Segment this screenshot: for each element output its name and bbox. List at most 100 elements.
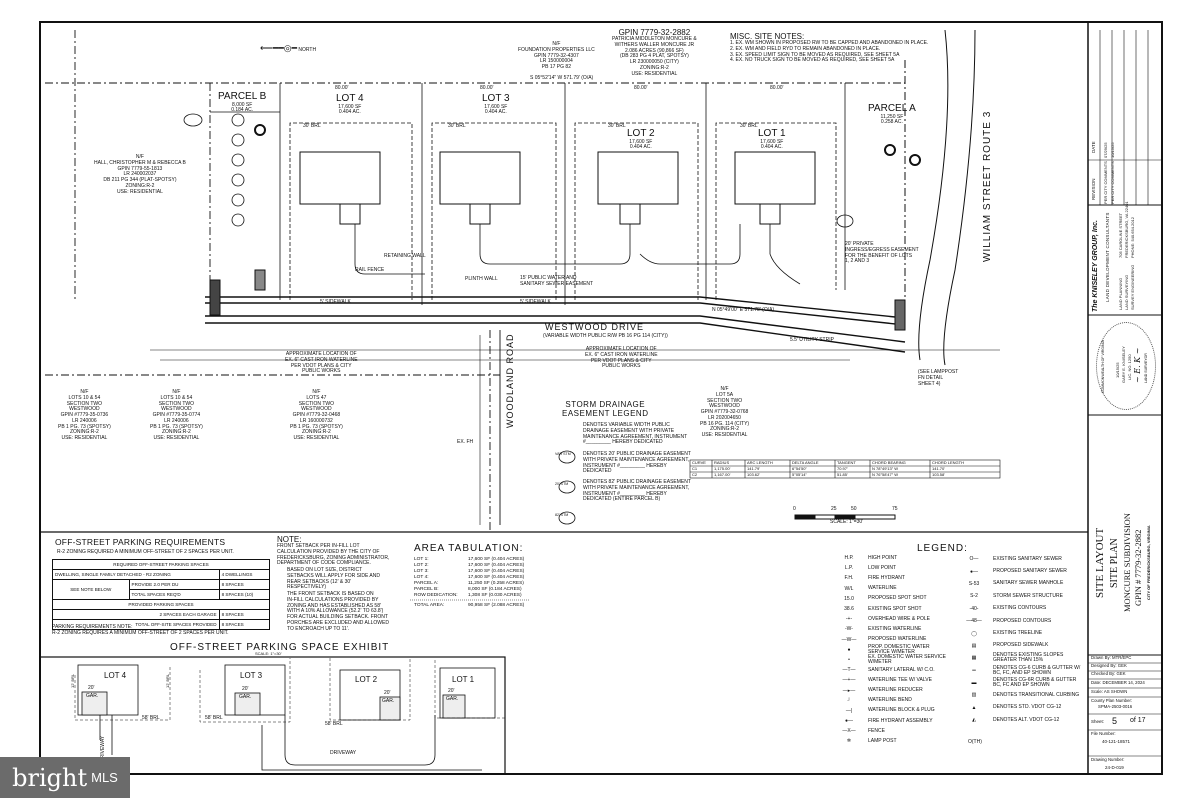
neighbor-line: WESTWOOD bbox=[709, 403, 740, 410]
legend-item: ●—FIRE HYDRANT ASSEMBLY bbox=[830, 716, 950, 726]
note-line: THE FRONT SETBACK IS BASED ON bbox=[287, 591, 374, 598]
brl-label: 30' BRL bbox=[608, 123, 626, 129]
legend-label: LOW POINT bbox=[868, 564, 897, 571]
sidewalk-label: 5' SIDEWALK bbox=[320, 299, 351, 305]
lot-area: 17,600 SF bbox=[629, 138, 653, 145]
garage-label: GAR. bbox=[382, 698, 395, 704]
curve-table-cell: 1,167.00' bbox=[714, 471, 731, 477]
legend-symbol-icon: ▲ bbox=[971, 704, 977, 711]
area-row-label: PARCEL A: bbox=[414, 581, 439, 586]
legend-symbol-icon: O— bbox=[969, 556, 979, 563]
legend-symbol-icon: ● bbox=[847, 646, 851, 653]
legend-symbol-icon: 15.0 bbox=[844, 595, 854, 602]
neighbor-line: N/F bbox=[720, 386, 729, 392]
area-row-label: LOT 4: bbox=[414, 575, 429, 580]
legend-symbol-icon: —▸— bbox=[842, 687, 856, 694]
setback-note: NOTE: FRONT SETBACK PER IN-FILL LOT CALC… bbox=[277, 535, 389, 632]
neighbor-line: USE: RESIDENTIAL bbox=[631, 70, 678, 77]
legend-item: H.P.HIGH POINT bbox=[830, 553, 950, 563]
note-line: SHEET 4) bbox=[918, 380, 941, 387]
legend-item: —|WATERLINE BLOCK & PLUG bbox=[830, 706, 950, 716]
legend-symbol-icon: S-53 bbox=[968, 580, 980, 587]
lot-acres: 0.404 AC. bbox=[629, 144, 652, 151]
storm-legend-title: STORM DRAINAGE EASEMENT LEGEND bbox=[562, 400, 648, 418]
legend-symbol-icon: ═ bbox=[972, 667, 976, 674]
table-cell: TOTAL SPACES REQ'D bbox=[128, 589, 220, 600]
neighbor-line: SECTION TWO bbox=[158, 400, 194, 407]
neighbor-line: USE: RESIDENTIAL bbox=[701, 432, 748, 438]
note-line: IN-FILL CALCULATIONS PROVIDED BY bbox=[287, 596, 379, 603]
storm-tag: 20' STM bbox=[555, 482, 569, 486]
legend-symbol-icon: ▬ bbox=[971, 680, 977, 687]
seal-text: COMMONWEALTH OF VIRGINIA bbox=[1101, 340, 1105, 393]
curve-table-cell: C1 bbox=[692, 465, 698, 471]
note-line: ZONING AND HAS ESTABLISHED AS 58' bbox=[287, 602, 381, 609]
neighbor-line: USE: RESIDENTIAL bbox=[153, 435, 200, 441]
lot-name: LOT 4 bbox=[336, 93, 364, 104]
north-arrow: ⟵━━◎━ NORTH bbox=[260, 43, 316, 54]
legend-item: ✲LAMP POST bbox=[830, 736, 950, 746]
utility-strip-label: 5.5' UTILITY STRIP bbox=[790, 337, 834, 343]
file-number: 40-121-18571 bbox=[1102, 739, 1131, 744]
legend-item: ▬ DENOTES CG-6R CURB & GUTTER BC, FC AND … bbox=[955, 677, 1085, 689]
legend-label: OVERHEAD WIRE & POLE bbox=[868, 615, 930, 622]
neighbor-line: USE: RESIDENTIAL bbox=[61, 435, 108, 441]
legend-label: DENOTES CG-6R CURB & GUTTER BC, FC AND E… bbox=[993, 677, 1077, 689]
misc-note: 4. EX. NO TRUCK SIGN TO BE MOVED AS REQU… bbox=[730, 57, 895, 64]
curve-table-cell: C2 bbox=[692, 471, 698, 477]
legend-item: ◭DENOTES ALT. VDOT CG-12 bbox=[955, 714, 1085, 726]
brl-label: 30' BRL bbox=[303, 123, 321, 129]
drawing-scale: Scale: AS SHOWN bbox=[1091, 689, 1128, 694]
frontage-dim: 80.00' bbox=[770, 85, 784, 91]
rev-date: 07/29/25 bbox=[1103, 142, 1108, 158]
area-row-label: ROW DEDICATION: bbox=[414, 593, 458, 598]
legend-item: —T—SANITARY LATERAL w/ C.O. bbox=[830, 665, 950, 675]
legend-symbol-icon: 38.6 bbox=[844, 606, 854, 613]
area-total-label: TOTAL AREA: bbox=[414, 603, 445, 608]
curve-table-cell: 103.62' bbox=[747, 471, 760, 477]
legend-label: WATERLINE REDUCER bbox=[868, 687, 923, 694]
neighbor-line: PB 1 PG. 73 (SPOTSY) bbox=[150, 423, 203, 430]
curve-table-header: CURVE bbox=[692, 459, 706, 465]
area-row-value: 8,000 SF (0.184 ACRES) bbox=[468, 587, 522, 592]
sheet-title: SITE LAYOUT bbox=[1094, 527, 1106, 598]
legend-item: ▤PROPOSED SIDEWALK bbox=[955, 640, 1085, 652]
text-line: DENOTES 82' PUBLIC DRAINAGE EASEMENT bbox=[583, 479, 691, 485]
neighbor-line: PB 17 PG 82 bbox=[541, 64, 571, 70]
curve-table-cell: N 78°49'13" W bbox=[872, 465, 899, 471]
neighbor-line: LR 202004650 bbox=[708, 414, 741, 421]
scale-tick: 50 bbox=[851, 506, 857, 512]
neighbor-line: N/F bbox=[312, 389, 321, 395]
neighbor-line: FOUNDATION PROPERTIES LLC bbox=[518, 46, 595, 53]
legend-label: EXISTING SANITARY SEWER bbox=[993, 555, 1062, 562]
table-cell: 8 SPACES bbox=[218, 579, 271, 590]
neighbor-line: USE: RESIDENTIAL bbox=[293, 435, 340, 441]
rev-desc: PER CITY COMMENTS bbox=[1110, 161, 1115, 204]
retaining-wall-label: RETAINING WALL bbox=[384, 253, 426, 259]
legend-label: PROP. DOMESTIC WATER SERVICE w/METER bbox=[868, 643, 930, 655]
note-line: WITH A 10% ALLOWANCE (52.2' TO 63.8') bbox=[287, 608, 384, 615]
parking-subtitle: R-2 ZONING REQUIRED A MINIMUM OFF-STREET… bbox=[57, 549, 234, 555]
rail-fence-label: RAIL FENCE bbox=[355, 267, 385, 273]
road-label-william-street: WILLIAM STREET ROUTE 3 bbox=[982, 110, 993, 262]
neighbor-line: LOTS 47 bbox=[306, 394, 327, 401]
neighbor-line: LOTS 10 & 54 bbox=[160, 394, 193, 401]
area-row-value: 17,600 SF (0.404 ACRES) bbox=[468, 563, 525, 568]
scale-tick: 75 bbox=[892, 506, 898, 512]
legend-symbol-icon: ◭ bbox=[972, 717, 976, 724]
county-plan-number: SPMA-2503-0016 bbox=[1098, 704, 1133, 709]
plinth-wall-label: PLINTH WALL bbox=[465, 276, 498, 282]
note-line: TO ENCROACH UP TO 11'. bbox=[287, 625, 350, 632]
note-line: APPROXIMATE LOCATION OF bbox=[285, 351, 357, 357]
misc-notes-title: MISC. SITE NOTES: bbox=[730, 32, 805, 41]
garage-dim: 20' bbox=[242, 686, 249, 692]
legend-label: PROPOSED SPOT SHOT bbox=[868, 595, 927, 602]
plan-type: SITE PLAN bbox=[1109, 538, 1120, 588]
seal-text: LAND SURVEYOR bbox=[1144, 353, 1148, 383]
lot-label-parcel-b: PARCEL B 8,000 SF 0.184 AC. bbox=[218, 91, 266, 114]
legend-label: PROPOSED WATERLINE bbox=[868, 636, 927, 643]
neighbor-line: LR 240006 bbox=[72, 417, 97, 424]
legend-item: —▸— WATERLINE REDUCER bbox=[830, 685, 950, 695]
storm-legend-item: DENOTES 82' PUBLIC DRAINAGE EASEMENT WIT… bbox=[583, 479, 691, 503]
